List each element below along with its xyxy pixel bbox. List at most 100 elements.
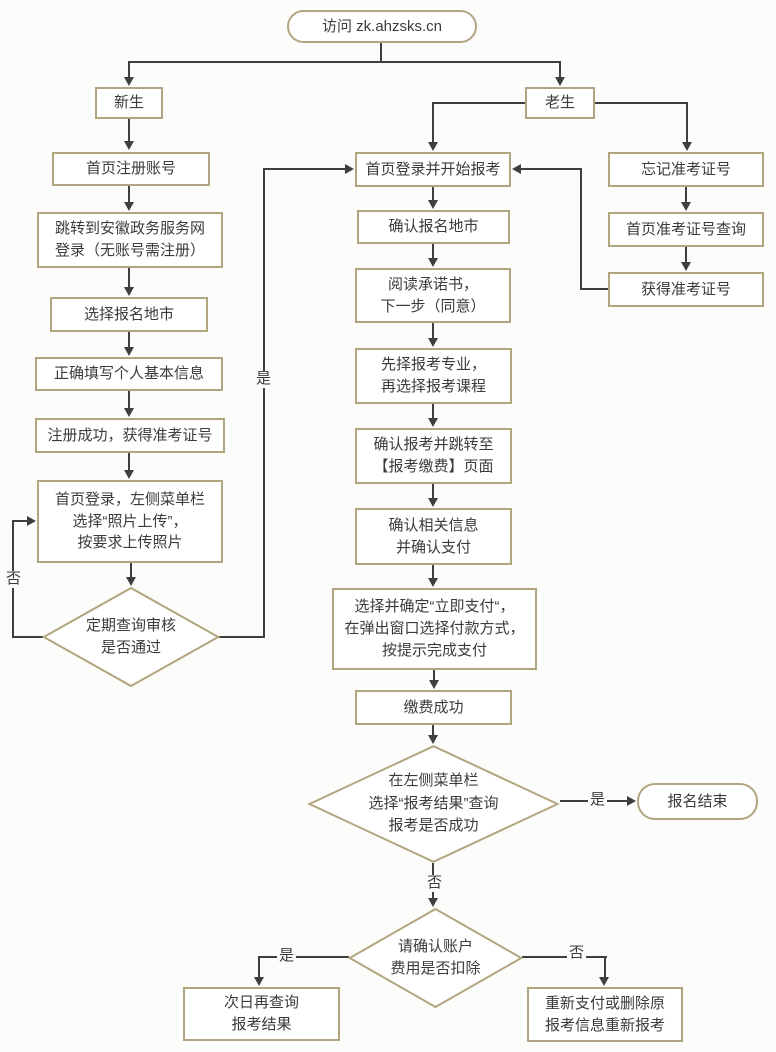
node-photo-upload: 首页登录，左侧菜单栏 选择“照片上传”， 按要求上传照片	[37, 480, 223, 563]
edge-line	[433, 670, 435, 682]
node-choose-major-course: 先择报考专业， 再选择报考课程	[355, 348, 512, 404]
arrowhead	[124, 202, 134, 211]
node-payment-success: 缴费成功	[355, 690, 512, 725]
node-register-success: 注册成功，获得准考证号	[35, 418, 225, 453]
arrowhead	[345, 164, 354, 174]
edge-line	[604, 956, 606, 978]
edge-line	[263, 168, 265, 638]
edge-line	[432, 187, 434, 202]
edge-line	[522, 956, 607, 958]
edge-line	[259, 956, 349, 958]
edge-line	[128, 61, 561, 63]
edge-line	[128, 332, 130, 349]
arrowhead	[428, 142, 438, 151]
arrowhead	[254, 977, 264, 986]
arrowhead	[429, 680, 439, 689]
edge-line	[432, 725, 434, 737]
node-read-commitment: 阅读承诺书， 下一步（同意）	[355, 268, 511, 323]
edge-line	[12, 636, 43, 638]
arrowhead	[124, 287, 134, 296]
node-new-student: 新生	[95, 87, 163, 119]
edge-line	[128, 453, 130, 472]
edge-line	[685, 247, 687, 264]
arrowhead	[681, 202, 691, 211]
node-pay-immediately: 选择并确定“立即支付“， 在弹出窗口选择付款方式， 按提示完成支付	[332, 588, 537, 670]
node-review-check: 定期查询审核 是否通过	[42, 587, 220, 687]
edge-line	[263, 168, 346, 170]
node-confirm-info-payment: 确认相关信息 并确认支付	[355, 508, 512, 565]
edge-label-deduction-yes: 是	[277, 947, 297, 965]
edge-line	[128, 61, 130, 79]
arrowhead	[428, 898, 438, 907]
edge-line	[128, 186, 130, 204]
edge-line	[432, 323, 434, 340]
node-login-start-apply: 首页登录并开始报考	[355, 152, 511, 187]
edge-line	[433, 102, 526, 104]
node-got-admission-id: 获得准考证号	[608, 272, 764, 307]
edge-label-result-yes: 是	[588, 791, 608, 809]
arrowhead	[428, 578, 438, 587]
edge-line	[432, 102, 434, 144]
node-jump-gov-login: 跳转到安徽政务服务网 登录（无账号需注册）	[37, 212, 223, 268]
arrowhead	[428, 338, 438, 347]
edge-line	[559, 61, 561, 79]
node-repay-or-delete: 重新支付或删除原 报考信息重新报考	[527, 987, 683, 1042]
node-query-apply-result: 在左侧菜单栏 选择“报考结果”查询 报考是否成功	[307, 745, 560, 863]
arrowhead	[599, 977, 609, 986]
arrowhead	[124, 77, 134, 86]
node-confirm-deduction: 请确认账户 费用是否扣除	[348, 908, 523, 1008]
arrowhead	[682, 142, 692, 151]
node-select-city: 选择报名地市	[50, 297, 208, 332]
arrowhead	[124, 347, 134, 356]
node-finish: 报名结束	[637, 783, 758, 820]
edge-line	[380, 43, 382, 63]
node-forgot-admission-id: 忘记准考证号	[608, 152, 764, 187]
arrowhead	[428, 200, 438, 209]
edge-line	[432, 565, 434, 580]
diamond-shape	[348, 908, 523, 1008]
node-old-student: 老生	[525, 87, 595, 119]
edge-line	[128, 391, 130, 410]
arrowhead	[555, 77, 565, 86]
edge-line	[432, 404, 434, 420]
node-start: 访问 zk.ahzsks.cn	[287, 10, 477, 43]
arrowhead	[124, 470, 134, 479]
edge-line	[686, 102, 688, 144]
diamond-label: 定期查询审核 是否通过	[85, 616, 176, 657]
edge-line	[520, 168, 581, 170]
arrowhead	[428, 735, 438, 744]
node-query-admission-id: 首页准考证号查询	[608, 212, 764, 247]
node-confirm-city: 确认报名地市	[357, 210, 510, 244]
diamond-shape	[42, 587, 220, 687]
edge-line	[128, 119, 130, 142]
arrowhead	[428, 498, 438, 507]
arrowhead	[126, 577, 136, 586]
arrowhead	[27, 516, 36, 526]
arrowhead	[681, 262, 691, 271]
edge-label-review-yes: 是	[254, 370, 274, 388]
edge-label-review-no: 否	[4, 570, 24, 588]
edge-line	[685, 187, 687, 204]
edge-line	[130, 563, 132, 579]
arrowhead	[124, 141, 134, 150]
edge-line	[13, 520, 29, 522]
arrowhead	[428, 258, 438, 267]
edge-line	[580, 168, 582, 290]
arrowhead	[512, 164, 521, 174]
edge-label-deduction-no: 否	[567, 944, 587, 962]
edge-label-result-no: 否	[425, 874, 445, 892]
edge-line	[219, 636, 265, 638]
edge-line	[258, 956, 260, 978]
node-fill-personal-info: 正确填写个人基本信息	[35, 357, 223, 391]
node-query-next-day: 次日再查询 报考结果	[183, 987, 340, 1041]
arrowhead	[627, 796, 636, 806]
edge-line	[432, 484, 434, 500]
diamond-label: 请确认账户 费用是否扣除	[390, 937, 481, 978]
edge-line	[128, 268, 130, 289]
arrowhead	[428, 418, 438, 427]
diamond-shape	[307, 745, 560, 863]
arrowhead	[124, 408, 134, 417]
node-register-account: 首页注册账号	[52, 152, 210, 186]
edge-line	[580, 288, 609, 290]
